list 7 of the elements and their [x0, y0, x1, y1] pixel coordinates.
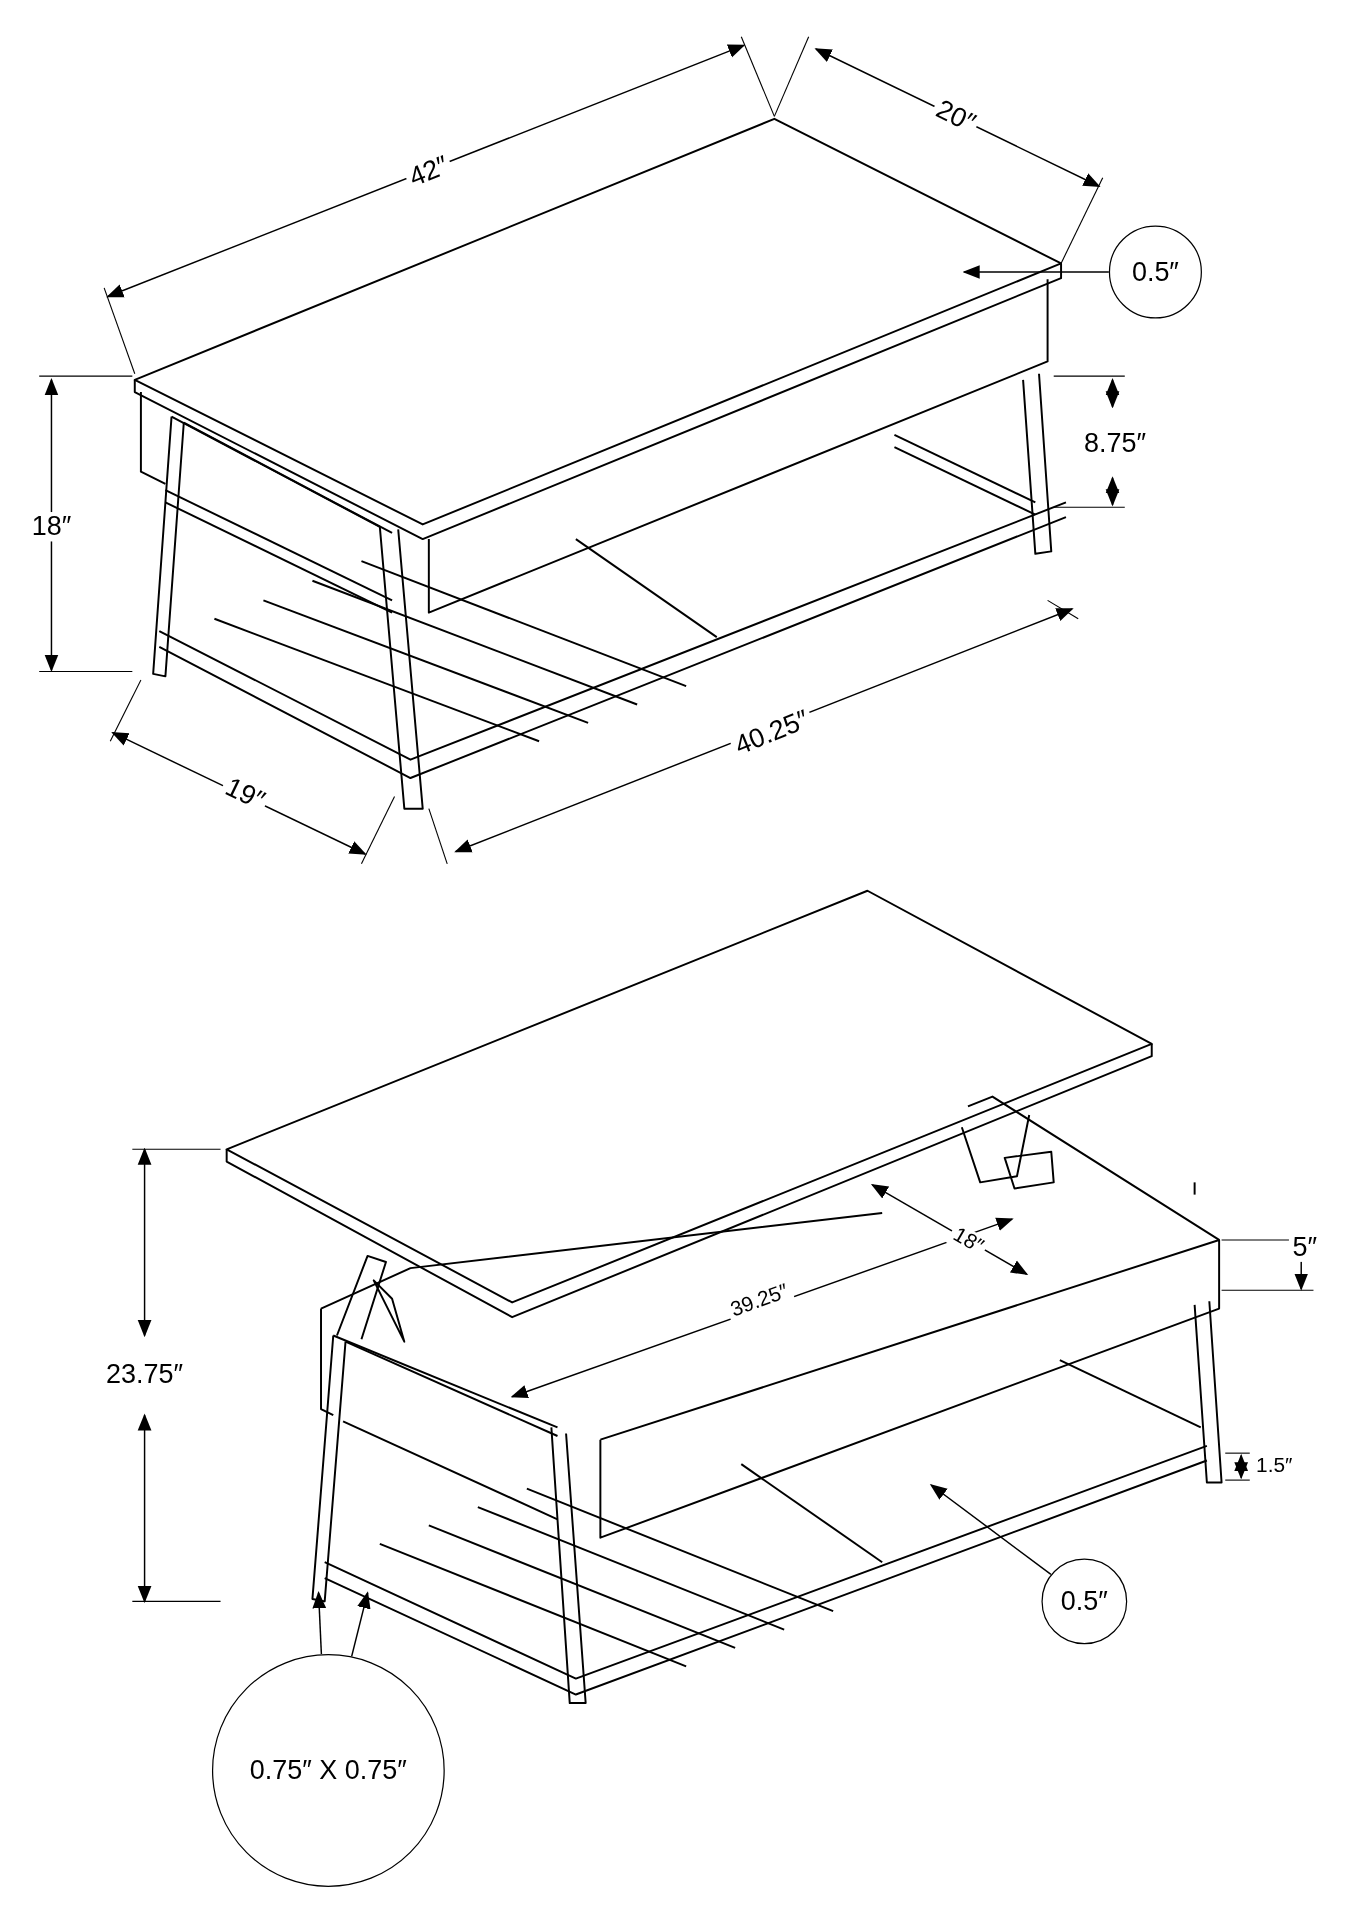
leader-line	[929, 1484, 1052, 1576]
leader-line	[312, 1591, 327, 1655]
leader-line	[962, 265, 1110, 279]
callout-text: 0.75″ X 0.75″	[249, 1754, 407, 1787]
callout-text: 0.5″	[1131, 256, 1179, 288]
leader-line	[350, 1591, 371, 1658]
callout-text: 0.5″	[1060, 1585, 1108, 1618]
